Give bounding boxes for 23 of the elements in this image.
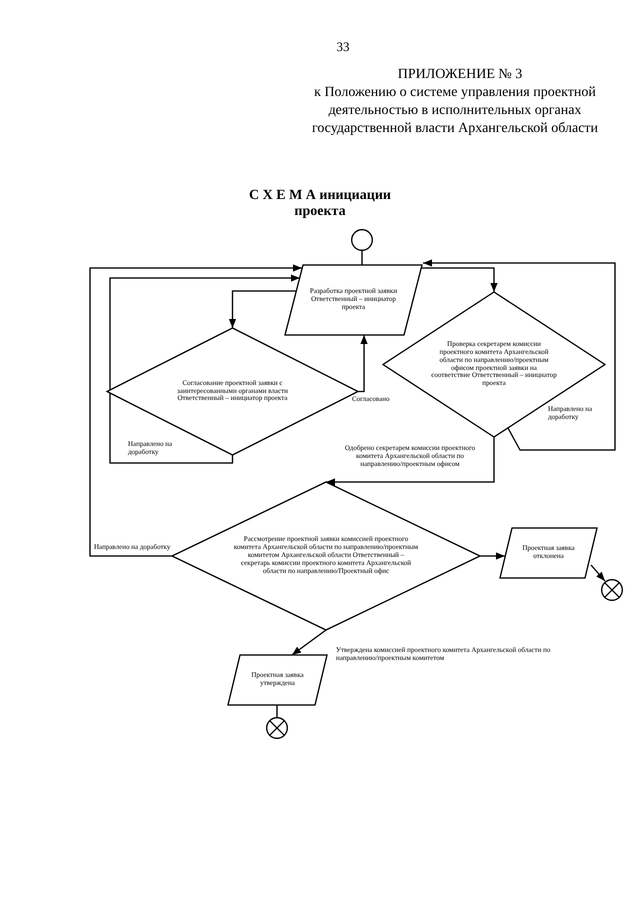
page-number: 33 bbox=[336, 38, 350, 56]
appendix-subheading: к Положению о системе управления проектной деятельностью в исполнительных органах государственной власти Архангельской области bbox=[310, 84, 600, 138]
decision-diamond bbox=[172, 482, 480, 630]
arrow bbox=[358, 335, 368, 392]
appendix-heading: ПРИЛОЖЕНИЕ № 3 bbox=[396, 66, 524, 84]
diagram-title: С Х Е М А инициации проекта bbox=[249, 188, 391, 220]
end-terminator-circle bbox=[601, 579, 623, 601]
arrow bbox=[421, 267, 498, 292]
output-parallelogram bbox=[500, 528, 597, 578]
arrow bbox=[326, 437, 495, 486]
start-circle bbox=[351, 229, 373, 251]
process-parallelogram bbox=[285, 265, 422, 335]
arrow bbox=[89, 264, 302, 557]
output-parallelogram bbox=[228, 655, 327, 705]
arrow bbox=[480, 552, 506, 560]
arrow bbox=[228, 290, 298, 328]
connector-line bbox=[361, 251, 363, 265]
arrow bbox=[109, 274, 300, 464]
arrow bbox=[422, 259, 616, 451]
end-terminator-circle bbox=[266, 717, 288, 739]
connector-line bbox=[276, 705, 278, 717]
arrow bbox=[292, 629, 326, 656]
arrow bbox=[590, 564, 606, 582]
